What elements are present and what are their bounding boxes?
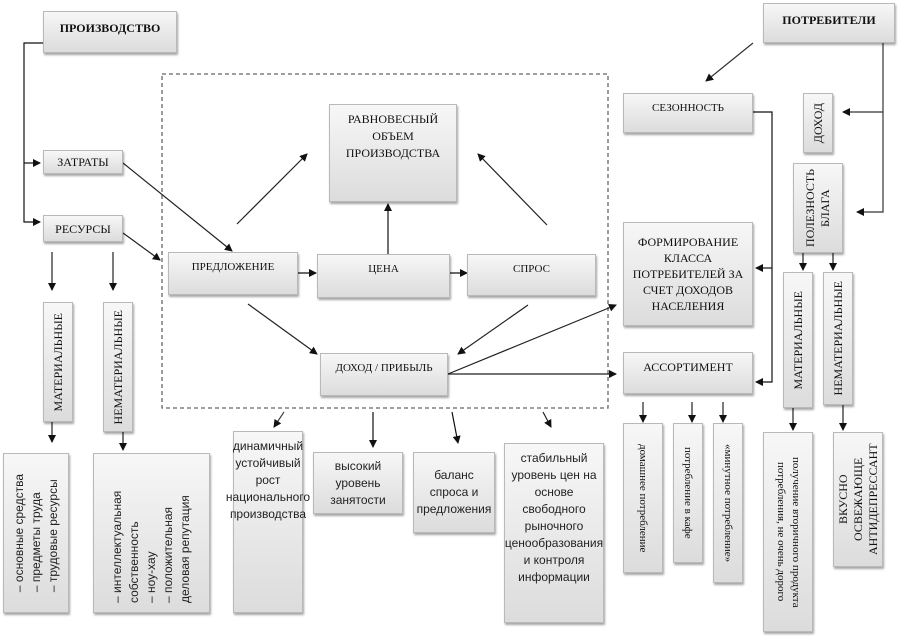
- material-goods-box[interactable]: МАТЕРИАЛЬНЫЕ: [783, 272, 813, 408]
- outcome-employment-label: высокий уровень занятости: [330, 458, 386, 507]
- arrow-income-classformation: [447, 303, 617, 375]
- income-box[interactable]: ДОХОД: [803, 93, 833, 153]
- assortment-box[interactable]: АССОРТИМЕНТ: [623, 352, 753, 394]
- minute-consumption-label: «минутное потребление»: [722, 443, 734, 563]
- demand-box[interactable]: СПРОС: [467, 254, 596, 296]
- arrow-supply-equilibrium: [236, 153, 308, 225]
- equilibrium-label: РАВНОВЕСНЫЙ ОБЪЕМ ПРОИЗВОДСТВА: [345, 112, 441, 160]
- class-formation-box[interactable]: ФОРМИРОВАНИЕ КЛАССА ПОТРЕБИТЕЛЕЙ ЗА СЧЕТ…: [623, 222, 753, 326]
- immaterial-items-box: интеллектуальная собственность ноу-хау п…: [93, 453, 210, 613]
- income-profit-box[interactable]: ДОХОД / ПРИБЫЛЬ: [320, 353, 448, 396]
- arrow-outcome-4: [542, 411, 552, 428]
- consumers-box[interactable]: ПОТРЕБИТЕЛИ: [763, 3, 895, 43]
- seasonality-label: СЕЗОННОСТЬ: [652, 102, 724, 114]
- arrow-supply-income: [247, 303, 318, 355]
- immaterial-goods-box[interactable]: НЕМАТЕРИАЛЬНЫЕ: [823, 272, 853, 405]
- utility-box[interactable]: ПОЛЕЗНОСТЬ БЛАГА: [793, 163, 843, 253]
- supply-label: ПРЕДЛОЖЕНИЕ: [191, 261, 275, 273]
- immaterial-goods-label: НЕМАТЕРИАЛЬНЫЕ: [831, 281, 845, 396]
- outcome-prices-label: стабильный уровень цен на основе свободн…: [504, 451, 604, 584]
- immaterial-detail-label: ВКУСНО ОСВЕЖАЮЩЕ АНТИДЕПРЕССАНТ: [835, 443, 880, 556]
- immaterial-resources-box[interactable]: НЕМАТЕРИАЛЬНЫЕ: [103, 302, 133, 432]
- home-consumption-box: домашнее потребление: [623, 423, 663, 573]
- costs-label: ЗАТРАТЫ: [57, 155, 109, 169]
- outcome-growth-box: динамичный устойчивый рост национального…: [226, 431, 310, 613]
- equilibrium-box[interactable]: РАВНОВЕСНЫЙ ОБЪЕМ ПРОИЗВОДСТВА: [329, 104, 457, 202]
- arrow-costs-supply: [122, 162, 233, 252]
- list-item: трудовые ресурсы: [45, 474, 62, 592]
- income-profit-label: ДОХОД / ПРИБЫЛЬ: [335, 362, 433, 374]
- material-goods-label: МАТЕРИАЛЬНЫЕ: [791, 290, 805, 390]
- immaterial-items-list: интеллектуальная собственность ноу-хау п…: [109, 463, 194, 603]
- arrow-outcome-3: [451, 411, 461, 444]
- cafe-consumption-box: потребление в кафе: [673, 423, 703, 563]
- material-resources-label: МАТЕРИАЛЬНЫЕ: [51, 312, 65, 412]
- material-items-list: основные средства предметы труда трудовы…: [11, 474, 62, 592]
- outcome-growth-label: динамичный устойчивый рост национального…: [225, 439, 311, 521]
- consumers-label: ПОТРЕБИТЕЛИ: [782, 13, 876, 27]
- costs-box[interactable]: ЗАТРАТЫ: [43, 150, 123, 174]
- list-item: предметы труда: [28, 474, 45, 592]
- cafe-consumption-label: потребление в кафе: [682, 447, 694, 539]
- market-boundary: [161, 73, 609, 409]
- connector-production: [23, 42, 43, 226]
- assortment-label: АССОРТИМЕНТ: [643, 360, 733, 374]
- arrow-consumers-seasonality: [705, 42, 754, 82]
- arrow-demand-income: [457, 304, 529, 355]
- list-item: основные средства: [11, 474, 28, 592]
- class-formation-label: ФОРМИРОВАНИЕ КЛАССА ПОТРЕБИТЕЛЕЙ ЗА СЧЕТ…: [632, 235, 744, 313]
- outcome-balance-label: баланс спроса и предложения: [416, 468, 492, 516]
- utility-label: ПОЛЕЗНОСТЬ БЛАГА: [803, 168, 832, 248]
- material-detail-label: получение вторичного продукта потреблени…: [775, 456, 802, 608]
- material-items-box: основные средства предметы труда трудовы…: [3, 453, 69, 613]
- material-detail-box: получение вторичного продукта потреблени…: [763, 432, 813, 632]
- outcome-balance-box: баланс спроса и предложения: [413, 452, 495, 533]
- outcome-employment-box: высокий уровень занятости: [313, 452, 403, 514]
- resources-label: РЕСУРСЫ: [55, 221, 111, 236]
- production-label: ПРОИЗВОДСТВО: [59, 21, 161, 35]
- outcome-prices-box: стабильный уровень цен на основе свободн…: [504, 443, 604, 623]
- connector-consumers-right: [856, 43, 884, 216]
- home-consumption-label: домашнее потребление: [637, 443, 649, 553]
- material-resources-box[interactable]: МАТЕРИАЛЬНЫЕ: [43, 302, 73, 422]
- list-item: ноу-хау: [143, 463, 160, 603]
- arrow-resources-supply: [122, 232, 161, 261]
- list-item: положительная деловая репутация: [160, 463, 194, 603]
- immaterial-resources-label: НЕМАТЕРИАЛЬНЫЕ: [111, 309, 125, 425]
- price-box[interactable]: ЦЕНА: [317, 254, 450, 298]
- minute-consumption-box: «минутное потребление»: [713, 423, 743, 583]
- seasonality-box[interactable]: СЕЗОННОСТЬ: [623, 93, 753, 133]
- connector-seasonality: [753, 111, 773, 386]
- resources-box[interactable]: РЕСУРСЫ: [43, 215, 123, 242]
- list-item: интеллектуальная собственность: [109, 463, 143, 603]
- supply-box[interactable]: ПРЕДЛОЖЕНИЕ: [168, 252, 298, 295]
- demand-label: СПРОС: [513, 263, 550, 275]
- immaterial-detail-box: ВКУСНО ОСВЕЖАЮЩЕ АНТИДЕПРЕССАНТ: [833, 432, 883, 567]
- income-label: ДОХОД: [811, 102, 825, 144]
- price-label: ЦЕНА: [368, 263, 399, 275]
- production-box[interactable]: ПРОИЗВОДСТВО: [43, 11, 177, 53]
- arrow-outcome-1: [273, 411, 285, 428]
- arrow-demand-equilibrium: [477, 153, 548, 226]
